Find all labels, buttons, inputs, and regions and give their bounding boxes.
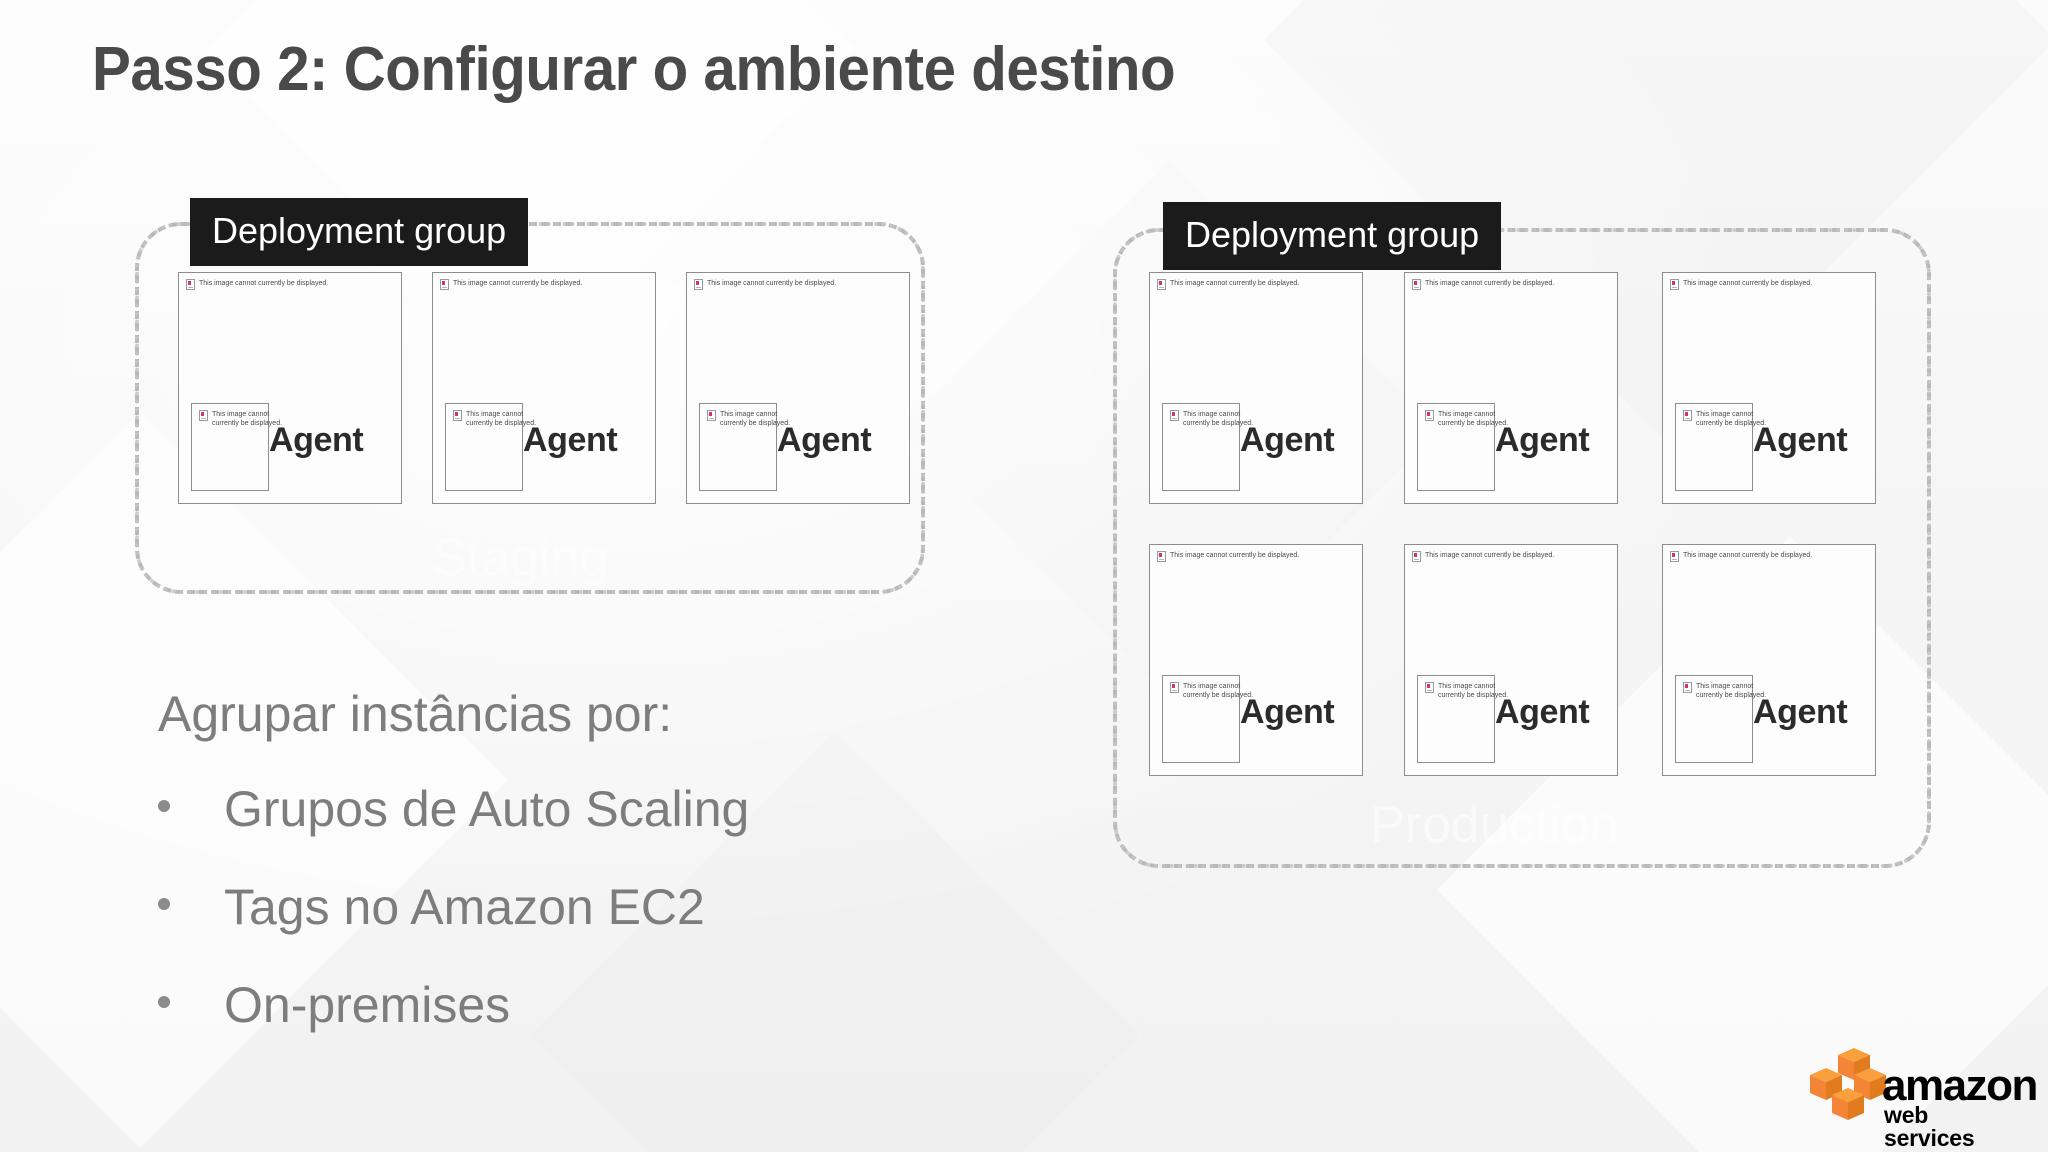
broken-image-icon	[1425, 682, 1434, 693]
image-placeholder-text: This image cannot currently be displayed…	[1170, 552, 1300, 559]
broken-image-icon	[1425, 410, 1434, 421]
broken-image-icon	[1170, 410, 1179, 421]
instance-card: This image cannot currently be displayed…	[1149, 272, 1363, 504]
broken-image-icon	[186, 279, 195, 290]
instance-card: This image cannot currently be displayed…	[178, 272, 402, 504]
broken-image-icon	[1157, 279, 1166, 290]
agent-label: Agent	[777, 421, 872, 459]
instance-card: This image cannot currently be displayed…	[1662, 272, 1876, 504]
image-placeholder: This image cannot currently be displayed…	[1670, 551, 1812, 562]
broken-image-icon	[453, 410, 462, 421]
agent-label: Agent	[523, 421, 618, 459]
image-placeholder: This image cannot currently be displayed…	[1412, 279, 1554, 290]
agent-label: Agent	[1240, 693, 1335, 731]
body-lead-text: Agrupar instâncias por:	[158, 686, 673, 742]
list-item: On-premises	[158, 976, 749, 1074]
agent-inner-placeholder: This image cannot currently be displayed…	[699, 403, 790, 491]
agent-label: Agent	[1753, 693, 1848, 731]
page-title: Passo 2: Configurar o ambiente destino	[92, 35, 1176, 104]
agent-inner-placeholder: This image cannot currently be displayed…	[1417, 675, 1508, 763]
image-placeholder-text: This image cannot currently be displayed…	[707, 280, 837, 287]
image-placeholder: This image cannot currently be displayed…	[1157, 279, 1299, 290]
bullet-dot-icon	[158, 898, 170, 910]
agent-label: Agent	[1753, 421, 1848, 459]
agent-inner-placeholder: This image cannot currently be displayed…	[1417, 403, 1508, 491]
agent-label: Agent	[1495, 421, 1590, 459]
agent-label: Agent	[269, 421, 364, 459]
list-item: Tags no Amazon EC2	[158, 878, 749, 976]
broken-image-icon	[1412, 279, 1421, 290]
image-placeholder-text: This image cannot currently be displayed…	[1425, 280, 1555, 287]
image-placeholder: This image cannot currently be displayed…	[694, 279, 836, 290]
broken-image-icon	[707, 410, 716, 421]
image-placeholder-text: This image cannot currently be displayed…	[1683, 280, 1813, 287]
bullet-dot-icon	[158, 996, 170, 1008]
broken-image-icon	[1683, 682, 1692, 693]
broken-image-icon	[1412, 551, 1421, 562]
aws-tagline: web services	[1884, 1102, 1975, 1151]
broken-image-icon	[694, 279, 703, 290]
agent-label: Agent	[1240, 421, 1335, 459]
agent-inner-placeholder: This image cannot currently be displayed…	[1162, 403, 1253, 491]
instance-card: This image cannot currently be displayed…	[432, 272, 656, 504]
broken-image-icon	[440, 279, 449, 290]
broken-image-icon	[1683, 410, 1692, 421]
instance-card: This image cannot currently be displayed…	[686, 272, 910, 504]
agent-inner-placeholder: This image cannot currently be displayed…	[445, 403, 536, 491]
agent-inner-placeholder: This image cannot currently be displayed…	[1675, 403, 1766, 491]
broken-image-icon	[199, 410, 208, 421]
image-placeholder-text: This image cannot currently be displayed…	[199, 280, 329, 287]
broken-image-icon	[1670, 551, 1679, 562]
image-placeholder-text: This image cannot currently be displayed…	[1425, 552, 1555, 559]
image-placeholder: This image cannot currently be displayed…	[1412, 551, 1554, 562]
agent-label: Agent	[1495, 693, 1590, 731]
image-placeholder-text: This image cannot currently be displayed…	[1683, 552, 1813, 559]
bullet-list: Grupos de Auto Scaling Tags no Amazon EC…	[158, 780, 749, 1074]
agent-inner-placeholder: This image cannot currently be displayed…	[1675, 675, 1766, 763]
image-placeholder: This image cannot currently be displayed…	[1157, 551, 1299, 562]
broken-image-icon	[1670, 279, 1679, 290]
instance-card: This image cannot currently be displayed…	[1149, 544, 1363, 776]
agent-inner-placeholder: This image cannot currently be displayed…	[191, 403, 282, 491]
instance-card: This image cannot currently be displayed…	[1404, 544, 1618, 776]
aws-logo: amazon web services	[1808, 1042, 2038, 1150]
image-placeholder: This image cannot currently be displayed…	[1670, 279, 1812, 290]
list-item: Grupos de Auto Scaling	[158, 780, 749, 878]
broken-image-icon	[1170, 682, 1179, 693]
image-placeholder-text: This image cannot currently be displayed…	[1170, 280, 1300, 287]
image-placeholder: This image cannot currently be displayed…	[440, 279, 582, 290]
list-item-label: On-premises	[224, 977, 511, 1033]
bullet-dot-icon	[158, 800, 170, 812]
deployment-group-left-label: Deployment group	[190, 198, 529, 266]
instance-card: This image cannot currently be displayed…	[1404, 272, 1618, 504]
aws-cubes-icon	[1810, 1048, 1886, 1120]
image-placeholder-text: This image cannot currently be displayed…	[453, 280, 583, 287]
deployment-group-right-label: Deployment group	[1163, 202, 1502, 270]
agent-inner-placeholder: This image cannot currently be displayed…	[1162, 675, 1253, 763]
list-item-label: Tags no Amazon EC2	[224, 879, 705, 935]
image-placeholder: This image cannot currently be displayed…	[186, 279, 328, 290]
broken-image-icon	[1157, 551, 1166, 562]
instance-card: This image cannot currently be displayed…	[1662, 544, 1876, 776]
aws-wordmark: amazon	[1882, 1061, 2038, 1110]
list-item-label: Grupos de Auto Scaling	[224, 781, 750, 837]
